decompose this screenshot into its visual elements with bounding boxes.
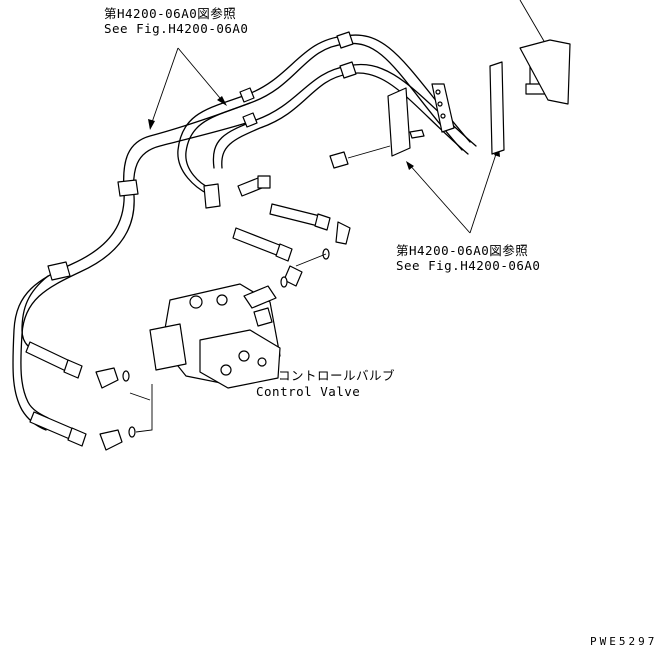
control-valve <box>149 283 281 389</box>
callout-right-en: See Fig.H4200-06A0 <box>396 258 541 273</box>
hose-clamps <box>47 31 357 281</box>
drawing-code: PWE5297 <box>590 635 658 648</box>
brackets <box>387 39 571 157</box>
callout-top-jp: 第H4200-06A0図参照 <box>104 6 237 21</box>
callout-right-jp: 第H4200-06A0図参照 <box>396 243 529 258</box>
connector-lines <box>135 253 327 433</box>
callout-top-en: See Fig.H4200-06A0 <box>104 21 249 36</box>
control-valve-label-jp: コントロールバルブ <box>278 368 396 383</box>
short-hoses <box>25 203 331 447</box>
control-valve-label-en: Control Valve <box>256 384 361 399</box>
